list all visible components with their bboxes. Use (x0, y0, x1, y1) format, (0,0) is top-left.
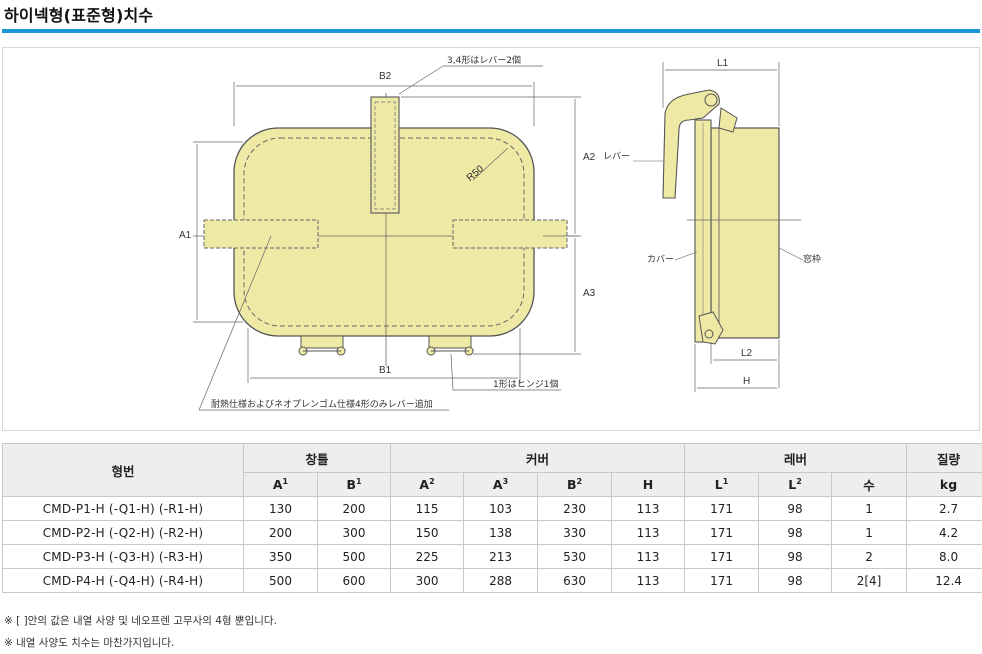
dimension-drawing: B2 B1 A1 A2 A3 R50 3,4形はレバー2個 1形はヒンジ1個 耐… (2, 47, 980, 431)
header-kg: kg (907, 473, 982, 497)
label-a2: A2 (583, 152, 596, 163)
heat-note: 耐熱仕様およびネオプレンゴム仕様4形のみレバー追加 (211, 398, 433, 410)
cell-l1: 171 (685, 521, 759, 545)
cell-model: CMD-P4-H (-Q4-H) (-R4-H) (3, 569, 244, 593)
header-frame: 창틀 (244, 444, 391, 473)
spec-table: 형번 창틀 커버 레버 질량 A1 B1 A2 A3 B2 H L1 L2 수 … (2, 443, 982, 593)
label-b1: B1 (379, 365, 392, 376)
label-a1: A1 (179, 230, 192, 241)
cell-count: 2 (832, 545, 907, 569)
label-cover: カバー (647, 254, 674, 265)
table-row: CMD-P2-H (-Q2-H) (-R2-H) 200 300 150 138… (3, 521, 982, 545)
label-b2: B2 (379, 71, 392, 82)
title-underline (2, 29, 980, 33)
header-model: 형번 (3, 444, 244, 497)
right-lever (453, 220, 567, 248)
header-count: 수 (832, 473, 907, 497)
header-b1: B1 (318, 473, 391, 497)
cell-l2: 98 (759, 497, 832, 521)
cell-a2: 150 (391, 521, 464, 545)
header-weight: 질량 (907, 444, 982, 473)
label-l2: L2 (741, 348, 753, 359)
footnote: ※ 내열 사양도 치수는 마찬가지입니다. (4, 632, 277, 654)
drawing-svg: B2 B1 A1 A2 A3 R50 3,4形はレバー2個 1形はヒンジ1個 耐… (3, 48, 981, 432)
cell-count: 2[4] (832, 569, 907, 593)
cell-b2: 630 (538, 569, 612, 593)
cell-a2: 115 (391, 497, 464, 521)
header-lever: 레버 (685, 444, 907, 473)
footnote: ※ [ ]안의 값은 내열 사양 및 네오프렌 고무사의 4형 뿐입니다. (4, 610, 277, 632)
cell-model: CMD-P1-H (-Q1-H) (-R1-H) (3, 497, 244, 521)
label-frame: 窓枠 (803, 253, 821, 265)
cell-h: 113 (612, 545, 685, 569)
table-row: CMD-P1-H (-Q1-H) (-R1-H) 130 200 115 103… (3, 497, 982, 521)
cell-a3: 288 (464, 569, 538, 593)
hinge-note: 1形はヒンジ1個 (493, 378, 558, 390)
hinge-right (427, 336, 473, 355)
cell-b2: 330 (538, 521, 612, 545)
header-a2: A2 (391, 473, 464, 497)
header-b2: B2 (538, 473, 612, 497)
cell-a2: 225 (391, 545, 464, 569)
cell-count: 1 (832, 497, 907, 521)
cell-l2: 98 (759, 569, 832, 593)
cell-a1: 500 (244, 569, 318, 593)
header-cover: 커버 (391, 444, 685, 473)
cell-b2: 530 (538, 545, 612, 569)
cell-b1: 300 (318, 521, 391, 545)
header-h: H (612, 473, 685, 497)
cell-model: CMD-P2-H (-Q2-H) (-R2-H) (3, 521, 244, 545)
cell-l2: 98 (759, 521, 832, 545)
cell-model: CMD-P3-H (-Q3-H) (-R3-H) (3, 545, 244, 569)
cell-b1: 600 (318, 569, 391, 593)
cell-kg: 12.4 (907, 569, 982, 593)
label-h: H (743, 376, 750, 387)
cell-a3: 103 (464, 497, 538, 521)
cell-h: 113 (612, 497, 685, 521)
left-lever (204, 220, 318, 248)
cell-h: 113 (612, 569, 685, 593)
cell-l1: 171 (685, 497, 759, 521)
cell-kg: 2.7 (907, 497, 982, 521)
header-l2: L2 (759, 473, 832, 497)
cell-a2: 300 (391, 569, 464, 593)
cell-kg: 4.2 (907, 521, 982, 545)
label-lever: レバー (603, 151, 630, 162)
label-a3: A3 (583, 288, 596, 299)
cell-a3: 213 (464, 545, 538, 569)
cell-l2: 98 (759, 545, 832, 569)
cell-a3: 138 (464, 521, 538, 545)
cell-l1: 171 (685, 569, 759, 593)
side-frame (711, 128, 779, 338)
cell-l1: 171 (685, 545, 759, 569)
header-l1: L1 (685, 473, 759, 497)
cell-b2: 230 (538, 497, 612, 521)
footnotes: ※ [ ]안의 값은 내열 사양 및 네오프렌 고무사의 4형 뿐입니다. ※ … (4, 610, 277, 654)
cell-b1: 500 (318, 545, 391, 569)
cell-kg: 8.0 (907, 545, 982, 569)
page-title: 하이넥형(표준형)치수 (4, 2, 153, 26)
cell-a1: 130 (244, 497, 318, 521)
header-a3: A3 (464, 473, 538, 497)
cell-b1: 200 (318, 497, 391, 521)
table-row: CMD-P3-H (-Q3-H) (-R3-H) 350 500 225 213… (3, 545, 982, 569)
cell-count: 1 (832, 521, 907, 545)
lever-note: 3,4形はレバー2個 (447, 54, 521, 66)
cell-a1: 200 (244, 521, 318, 545)
cell-h: 113 (612, 521, 685, 545)
cell-a1: 350 (244, 545, 318, 569)
table-row: CMD-P4-H (-Q4-H) (-R4-H) 500 600 300 288… (3, 569, 982, 593)
label-l1: L1 (717, 58, 729, 69)
hinge-left (299, 336, 345, 355)
header-a1: A1 (244, 473, 318, 497)
